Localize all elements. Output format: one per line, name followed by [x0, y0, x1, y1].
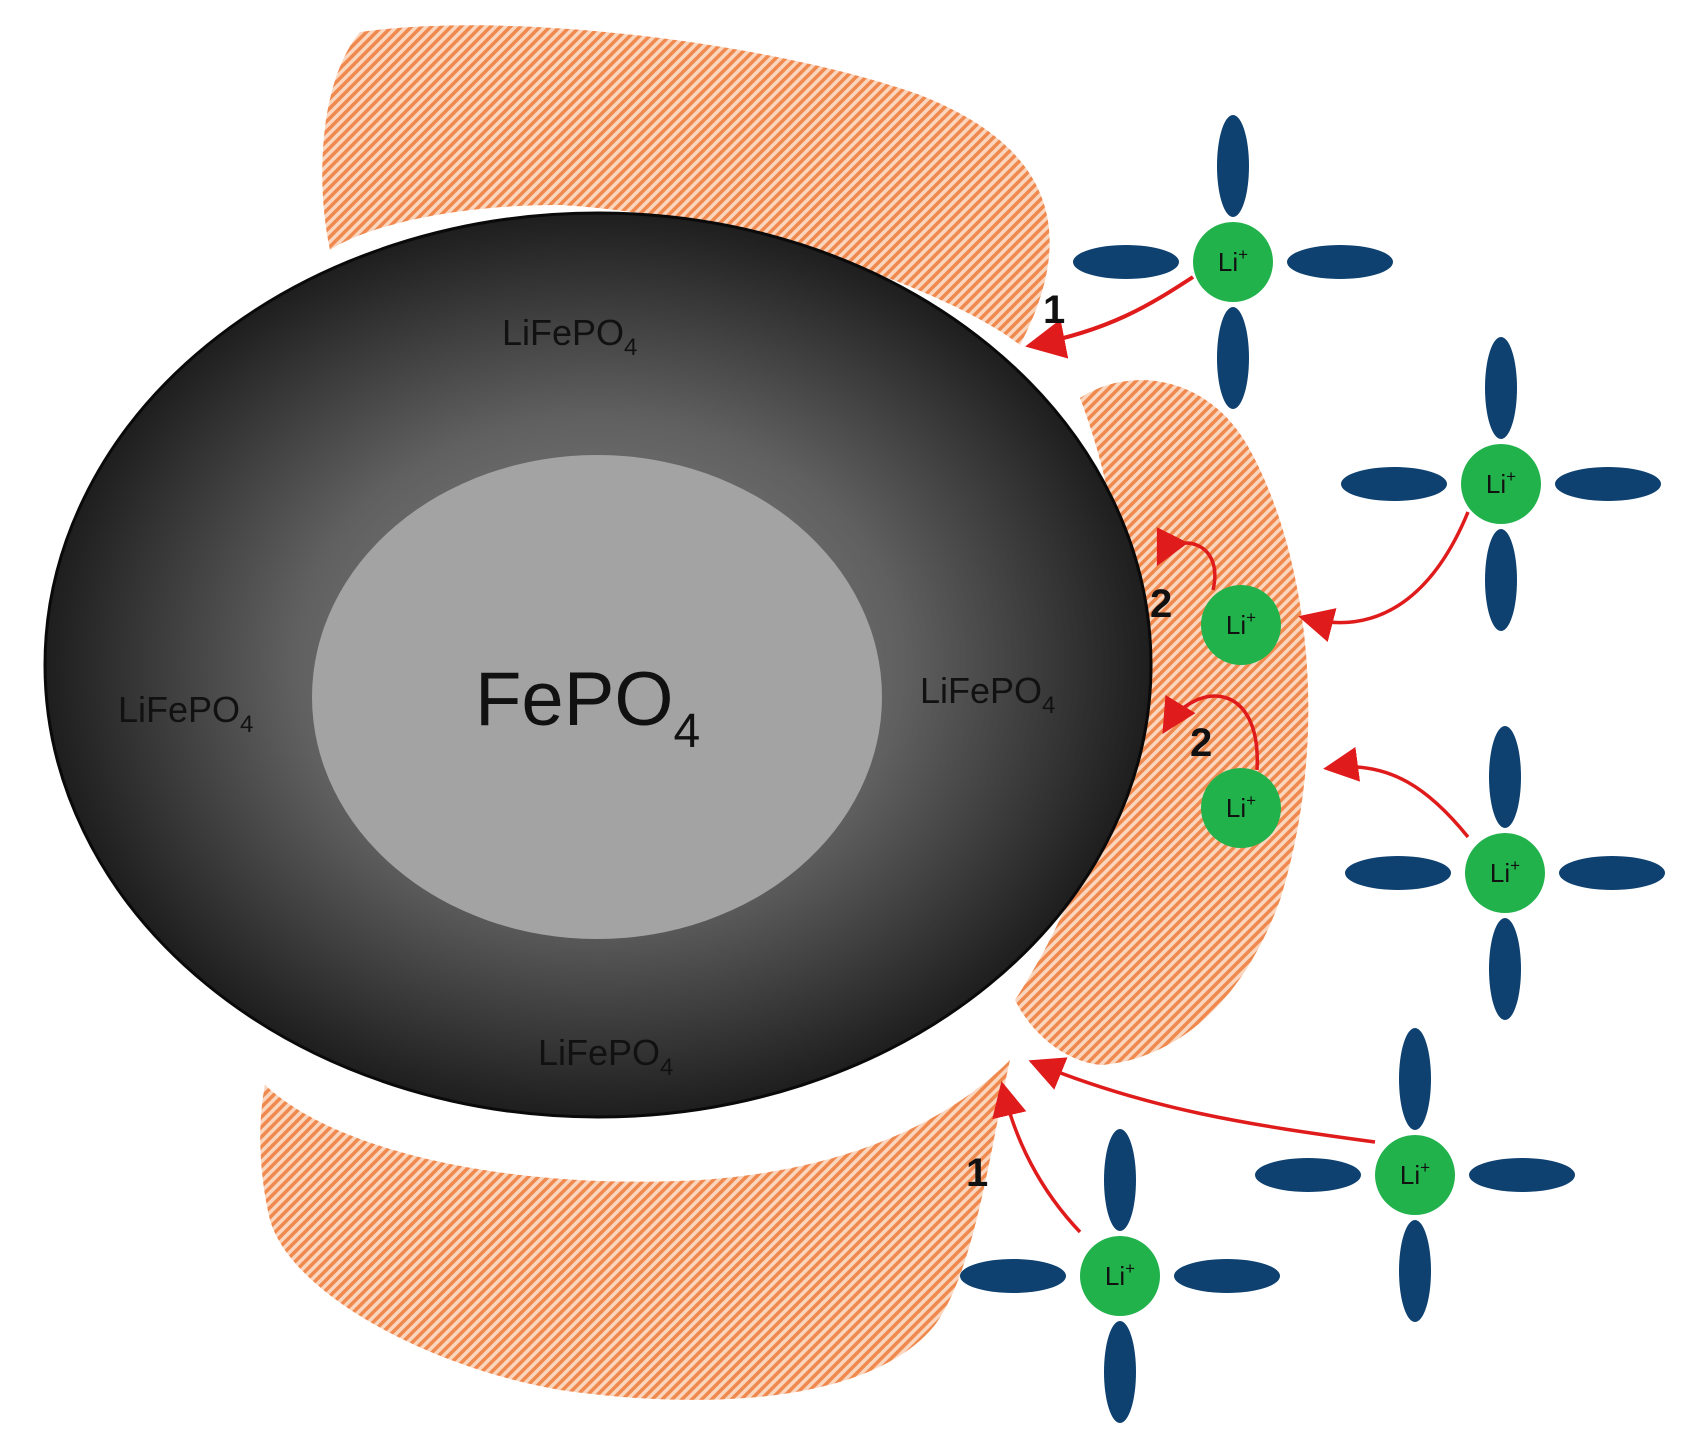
- coating-ion-lower: Li+: [1201, 768, 1281, 848]
- solvent-molecule: [1255, 1158, 1361, 1192]
- solvent-molecules: [1345, 726, 1665, 1020]
- shell-label-right-text: LiFePO: [920, 670, 1042, 711]
- li-ion-text: Li: [1218, 247, 1238, 277]
- li-ion-charge: +: [1125, 1259, 1135, 1278]
- solvent-molecule: [1559, 856, 1665, 890]
- coating-patch-top: [322, 25, 1050, 345]
- li-ion-charge: +: [1246, 791, 1256, 810]
- li-ion-charge: +: [1420, 1158, 1430, 1177]
- li-ion-text: Li: [1486, 469, 1506, 499]
- solvated-ion-4: Li+: [1255, 1028, 1575, 1322]
- core-label-text: FePO: [475, 657, 674, 742]
- li-ion-label: Li+: [1486, 467, 1516, 499]
- solvated-ion-1: Li+: [1073, 115, 1393, 409]
- solvent-molecules: [960, 1129, 1280, 1423]
- shell-label-left-text: LiFePO: [118, 689, 240, 730]
- li-ion-charge: +: [1510, 856, 1520, 875]
- solvent-molecule: [1341, 467, 1447, 501]
- solvent-molecule: [1399, 1028, 1431, 1130]
- shell-label-top-subscript: 4: [624, 334, 637, 361]
- solvent-molecule: [960, 1259, 1066, 1293]
- coating-patch-right: [1015, 380, 1309, 1066]
- li-ion: [1080, 1236, 1160, 1316]
- coating-ion-upper: Li+: [1201, 585, 1281, 665]
- step-label-2-upper: 2: [1150, 582, 1172, 626]
- li-ion: [1193, 222, 1273, 302]
- solvent-molecules: [1341, 337, 1661, 631]
- li-ion: [1201, 768, 1281, 848]
- coating-patch-bottom: [260, 1060, 1010, 1400]
- arrow-step2-lower: [1162, 694, 1259, 771]
- solvent-molecule: [1104, 1321, 1136, 1423]
- solvent-molecule: [1489, 726, 1521, 828]
- solvated-ion-3: Li+: [1345, 726, 1665, 1020]
- li-ion-text: Li: [1490, 858, 1510, 888]
- arrow-step1-top: [1025, 275, 1195, 359]
- migration-arrows: [992, 275, 1470, 1234]
- fepo4-core: [312, 455, 882, 939]
- li-ion-label: Li+: [1226, 791, 1256, 823]
- li-ion-label: Li+: [1105, 1259, 1135, 1291]
- solvent-molecule: [1174, 1259, 1280, 1293]
- arrow-to-surface-right: [1028, 1057, 1376, 1144]
- solvent-molecule: [1287, 245, 1393, 279]
- shell-label-right-subscript: 4: [1042, 692, 1055, 719]
- shell-label-left: LiFePO4: [118, 689, 253, 738]
- arrow-step2-upper: [1156, 527, 1217, 591]
- arrow-step1-bottom: [992, 1081, 1082, 1234]
- solvated-ion-5: Li+: [960, 1129, 1280, 1423]
- solvent-molecules: [1073, 115, 1393, 409]
- shell-label-bottom-text: LiFePO: [538, 1032, 660, 1073]
- li-ion-charge: +: [1506, 467, 1516, 486]
- li-ion-label: Li+: [1218, 245, 1248, 277]
- solvent-molecule: [1345, 856, 1451, 890]
- core-label-subscript: 4: [674, 705, 701, 758]
- carbon-coating: [260, 25, 1309, 1400]
- step-label-2-lower: 2: [1190, 721, 1212, 765]
- solvent-molecule: [1104, 1129, 1136, 1231]
- arrow-to-coating-lower: [1323, 746, 1470, 839]
- solvent-molecule: [1555, 467, 1661, 501]
- li-ion-label: Li+: [1490, 856, 1520, 888]
- shell-label-right: LiFePO4: [920, 670, 1055, 719]
- solvent-molecule: [1469, 1158, 1575, 1192]
- li-ion-label: Li+: [1226, 608, 1256, 640]
- li-ion: [1375, 1135, 1455, 1215]
- li-ion-text: Li: [1105, 1261, 1125, 1291]
- shell-label-top-text: LiFePO: [502, 312, 624, 353]
- shell-label-top: LiFePO4: [502, 312, 637, 361]
- core-label: FePO4: [475, 657, 700, 758]
- solvent-molecule: [1217, 115, 1249, 217]
- solvent-molecule: [1485, 529, 1517, 631]
- solvent-molecule: [1399, 1220, 1431, 1322]
- li-ion-charge: +: [1246, 608, 1256, 627]
- step-label-1-bottom: 1: [966, 1151, 988, 1195]
- solvent-molecule: [1485, 337, 1517, 439]
- step-label-1-top: 1: [1043, 288, 1065, 332]
- solvent-molecule: [1073, 245, 1179, 279]
- li-ion-charge: +: [1238, 245, 1248, 264]
- li-ion: [1465, 833, 1545, 913]
- solvated-ion-2: Li+: [1341, 337, 1661, 631]
- solvent-molecule: [1489, 918, 1521, 1020]
- solvent-molecules: [1255, 1028, 1575, 1322]
- li-ion-text: Li: [1400, 1160, 1420, 1190]
- li-ion-label: Li+: [1400, 1158, 1430, 1190]
- shell-label-left-subscript: 4: [240, 711, 253, 738]
- li-ion-text: Li: [1226, 793, 1246, 823]
- li-ion: [1201, 585, 1281, 665]
- shell-label-bottom: LiFePO4: [538, 1032, 673, 1081]
- shell-label-bottom-subscript: 4: [660, 1054, 673, 1081]
- li-ion: [1461, 444, 1541, 524]
- solvent-molecule: [1217, 307, 1249, 409]
- li-ion-text: Li: [1226, 610, 1246, 640]
- arrow-to-coating-upper: [1298, 511, 1470, 642]
